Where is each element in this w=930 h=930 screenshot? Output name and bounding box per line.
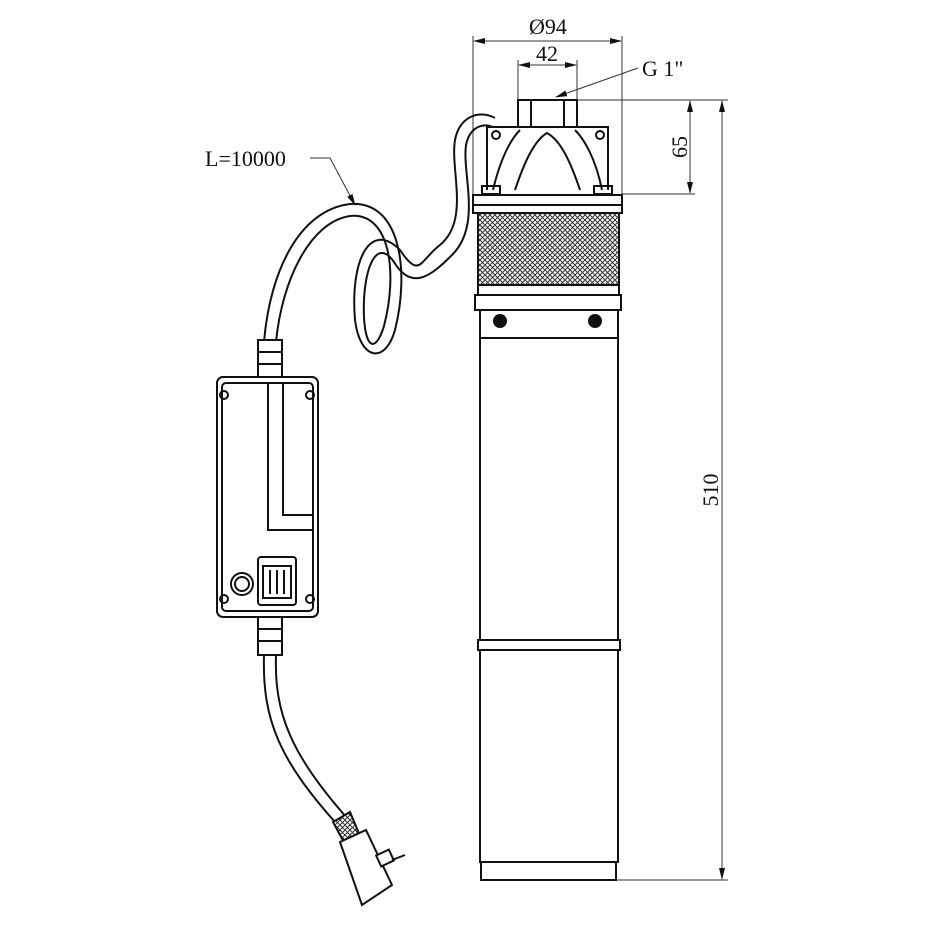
power-plug	[331, 810, 406, 907]
pump-body	[472, 99, 623, 881]
total-height-label: 510	[698, 474, 723, 507]
dimension-head-height: 65	[577, 99, 728, 195]
head-height-label: 65	[667, 136, 692, 158]
thread-callout: G 1"	[555, 56, 683, 98]
diameter-label: Ø94	[529, 14, 567, 39]
control-box	[216, 339, 319, 656]
dimension-outlet: 42	[517, 41, 578, 100]
cable-length-label: L=10000	[205, 146, 286, 171]
dimension-total-height: 510	[615, 100, 728, 881]
dimension-diameter: Ø94	[472, 14, 623, 200]
thread-label: G 1"	[642, 56, 683, 81]
cable-length-callout: L=10000	[205, 146, 356, 206]
outlet-width-label: 42	[536, 41, 558, 66]
power-cable	[262, 113, 496, 823]
